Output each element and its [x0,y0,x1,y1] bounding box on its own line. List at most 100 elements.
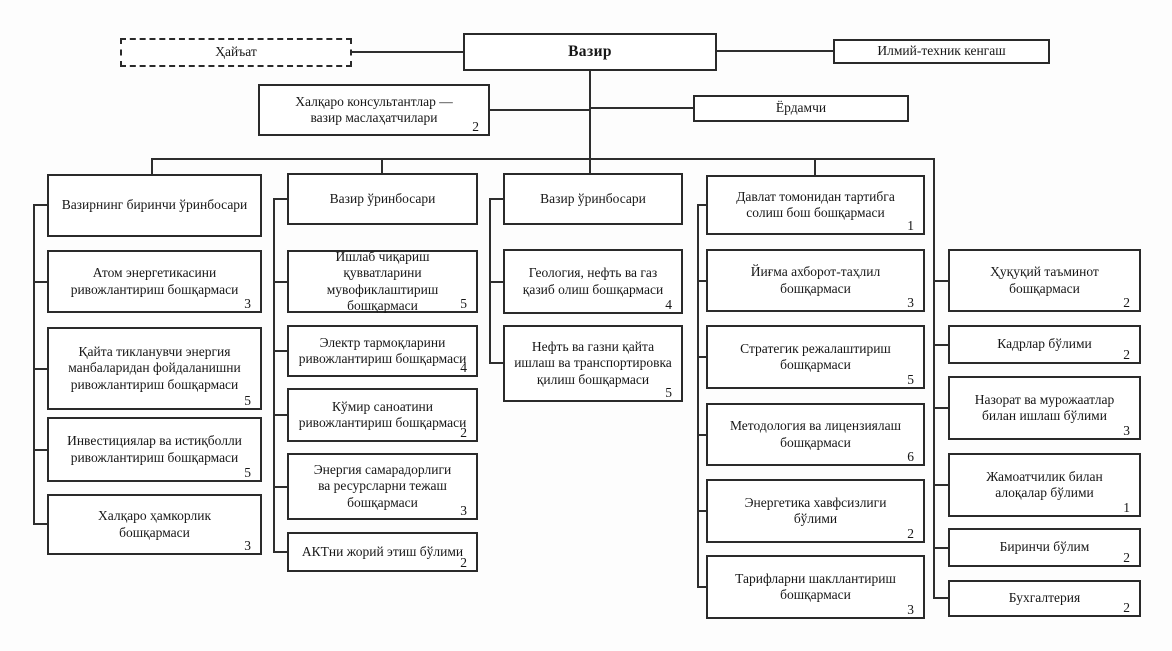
org-box-methodology-licensing: Методология ва лицензиялаш бошқармаси 6 [706,403,925,466]
box-count: 2 [1123,599,1130,615]
box-label: Инвестициялар ва истиқболли ривожлантири… [67,433,242,465]
org-box-info-analysis: Йиғма ахборот-таҳлил бошқармаси 3 [706,249,925,312]
connector-line [33,204,35,525]
box-label: Электр тармоқларини ривожлантириш бошқар… [298,334,467,366]
box-count: 3 [460,502,467,518]
connector-line [697,204,699,587]
box-label: АКТни жорий этиш бўлими [301,543,464,559]
connector-line [273,414,287,416]
org-box-geology-oil-gas: Геология, нефть ва газ қазиб олиш бошқар… [503,249,683,314]
box-label: Биринчи бўлим [999,539,1090,555]
connector-line [933,484,948,486]
box-label: Вазир ўринбосари [329,190,436,206]
box-count: 3 [907,601,914,617]
box-count: 5 [244,464,251,480]
box-label: Вазирнинг биринчи ўринбосари [61,197,248,213]
org-box-minister: Вазир [463,33,717,71]
connector-line [489,362,503,364]
box-label: Энергетика хавфсизлиги бўлими [744,494,887,526]
box-count: 5 [907,371,914,387]
connector-line [697,204,706,206]
org-box-renewable-energy: Қайта тикланувчи энергия манбаларидан фо… [47,327,262,410]
box-label: Вазир ўринбосари [540,190,646,206]
connector-line [489,198,491,363]
org-box-assistant: Ёрдамчи [693,95,909,122]
org-box-board: Ҳайъат [120,38,352,67]
connector-line [33,449,47,451]
connector-line [381,158,383,174]
org-box-ict-implementation: АКТни жорий этиш бўлими 2 [287,532,478,572]
connector-line [697,586,706,588]
box-label: Нефть ва газни қайта ишлаш ва транспорти… [514,338,672,387]
org-box-first-deputy: Вазирнинг биринчи ўринбосари [47,174,262,237]
box-label: Қайта тикланувчи энергия манбаларидан фо… [68,343,241,392]
connector-line [697,434,706,436]
connector-line [933,597,948,599]
org-box-hr-department: Кадрлар бўлими 2 [948,325,1141,364]
org-box-control-appeals: Назорат ва мурожаатлар билан ишлаш бўлим… [948,376,1141,440]
connector-line [697,510,706,512]
box-label: Халқаро ҳамкорлик бошқармаси [97,508,212,540]
box-label: Энергия самарадорлиги ва ресурсларни теж… [313,461,452,510]
connector-line [151,158,935,160]
connector-line [590,107,693,109]
org-box-tariff-formation: Тарифларни шакллантириш бошқармаси 3 [706,555,925,619]
box-label: Вазир [568,42,612,60]
connector-line [589,71,591,175]
box-count: 3 [1123,422,1130,438]
connector-line [933,158,935,599]
connector-line [489,198,503,200]
box-label: Ишлаб чиқариш қувватларини мувофиклаштир… [326,248,439,313]
org-box-investments: Инвестициялар ва истиқболли ривожлантири… [47,417,262,482]
org-box-production-capacity: Ишлаб чиқариш қувватларини мувофиклаштир… [287,248,478,313]
connector-line [273,486,287,488]
box-label: Йиғма ахборот-таҳлил бошқармаси [750,264,881,296]
connector-line [933,407,948,409]
box-label: Бухгалтерия [1008,590,1081,606]
box-label: Ёрдамчи [775,100,827,116]
connector-line [151,158,153,175]
box-count: 2 [460,424,467,440]
box-count: 5 [665,384,672,400]
box-label: Илмий-техник кенгаш [877,43,1006,59]
box-label: Геология, нефть ва газ қазиб олиш бошқар… [522,265,664,297]
connector-line [697,356,706,358]
box-count: 3 [244,537,251,553]
box-label: Кадрлар бўлими [997,336,1092,352]
box-label: Давлат томонидан тартибга солиш бош бошқ… [736,188,895,220]
org-box-oil-gas-processing: Нефть ва газни қайта ишлаш ва транспорти… [503,325,683,402]
box-count: 2 [1123,294,1130,310]
box-count: 2 [472,118,479,134]
connector-line [33,368,47,370]
connector-line [33,281,47,283]
box-label: Ҳуқуқий таъминот бошқармаси [990,264,1099,296]
box-count: 1 [1123,499,1130,515]
connector-line [490,109,590,111]
box-count: 5 [244,392,251,408]
org-box-accounting: Бухгалтерия 2 [948,580,1141,617]
box-label: Методология ва лицензиялаш бошқармаси [729,418,902,450]
connector-line [933,344,948,346]
org-box-strategic-planning: Стратегик режалаштириш бошқармаси 5 [706,325,925,389]
org-box-consultants: Халқаро консультантлар — вазир маслаҳатч… [258,84,490,136]
org-box-energy-efficiency: Энергия самарадорлиги ва ресурсларни теж… [287,453,478,520]
org-box-first-department: Биринчи бўлим 2 [948,528,1141,567]
org-box-science-council: Илмий-техник кенгаш [833,39,1050,64]
box-count: 1 [907,217,914,233]
org-box-intl-cooperation: Халқаро ҳамкорлик бошқармаси 3 [47,494,262,555]
org-box-legal-support: Ҳуқуқий таъминот бошқармаси 2 [948,249,1141,312]
box-count: 4 [665,296,672,312]
connector-line [489,281,503,283]
box-count: 4 [460,359,467,375]
connector-line [273,551,287,553]
box-count: 2 [1123,549,1130,565]
connector-line [933,547,948,549]
box-count: 6 [907,448,914,464]
box-label: Жамоатчилик билан алоқалар бўлими [986,468,1103,500]
connector-line [717,50,833,52]
box-label: Стратегик режалаштириш бошқармаси [740,340,891,372]
connector-line [273,281,287,283]
box-label: Назорат ва мурожаатлар билан ишлаш бўлим… [974,391,1115,423]
org-box-atom-energy: Атом энергетикасини ривожлантириш бошқар… [47,250,262,313]
